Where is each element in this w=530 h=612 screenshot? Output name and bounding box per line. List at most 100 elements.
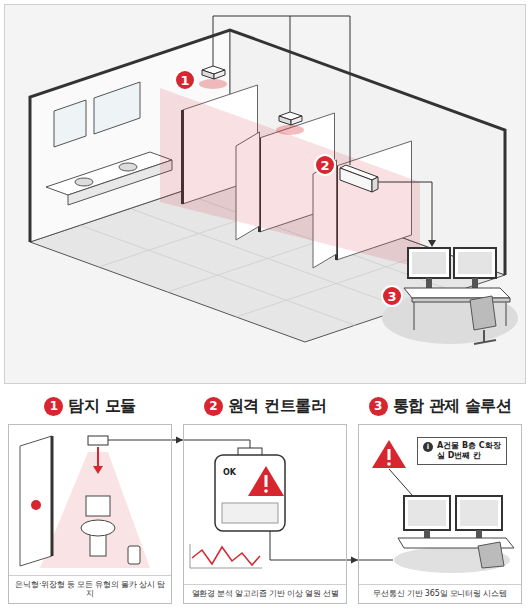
control-room-scene	[408, 500, 446, 526]
control-room-scene	[460, 500, 498, 526]
monitoring-station	[404, 288, 510, 298]
monitoring-station	[382, 292, 518, 344]
controller-scene	[264, 489, 268, 493]
sink-counter	[46, 152, 172, 205]
detector-module	[279, 116, 291, 125]
controller-scene	[265, 475, 268, 487]
room-wall	[30, 30, 505, 275]
panel-caption: 은닉형·위장형 등 모든 유형의 몰카 상시 탐지	[9, 575, 171, 603]
heading-row: 1탐지 모듈	[3, 394, 177, 418]
flow-arrow	[347, 559, 358, 560]
control-room-scene	[387, 462, 391, 466]
monitoring-station	[474, 340, 496, 344]
monitoring-station	[470, 296, 496, 330]
controller-scene	[184, 440, 347, 568]
callout-number: 3	[369, 397, 388, 416]
flow-arrow	[172, 439, 183, 440]
room-wall	[30, 30, 505, 275]
control-room-scene	[478, 542, 504, 568]
mirror	[54, 82, 140, 147]
controller-scene	[270, 531, 347, 560]
monitoring-station	[414, 302, 415, 330]
wire	[290, 16, 291, 112]
controller-scene	[215, 455, 285, 531]
detector-module	[291, 116, 302, 125]
detector-module	[202, 66, 302, 125]
monitoring-station	[506, 302, 507, 326]
callout-number: 1	[174, 69, 196, 91]
remote-controller	[340, 168, 372, 192]
monitoring-station	[483, 330, 485, 342]
panel-caption: 열환경 분석 알고리즘 기반 이상 열원 선별	[184, 584, 346, 603]
callout-number: 2	[204, 397, 223, 416]
mirror	[54, 100, 86, 147]
location-callout: iA건물 B층 C화장실 D번째 칸	[417, 437, 507, 465]
monitoring-station	[412, 252, 446, 274]
detection-zone	[160, 88, 420, 268]
detection-scene	[108, 440, 172, 441]
detection-scene	[86, 496, 110, 516]
connector-group	[172, 440, 358, 560]
control-room-scene	[359, 560, 394, 561]
callout-number: 2	[314, 154, 336, 176]
control-room-scene	[389, 469, 412, 495]
detection-scene	[88, 436, 108, 445]
controller-scene	[248, 466, 284, 496]
detection-scene	[31, 500, 41, 510]
sink-counter	[75, 178, 93, 186]
panel-heading: 원격 컨트롤러	[228, 396, 326, 417]
panel-heading: 통합 관제 솔루션	[393, 396, 512, 417]
detection-scene	[51, 436, 54, 556]
sink-counter	[68, 160, 172, 205]
control-room-scene	[424, 530, 430, 538]
controller-scene	[222, 503, 278, 523]
monitoring-station	[472, 278, 478, 288]
monitoring-station	[458, 252, 492, 274]
callout-number: 3	[381, 285, 403, 307]
monitoring-station	[382, 248, 518, 344]
panel-caption: 무선통신 기반 365일 모니터링 시스템	[359, 584, 521, 603]
monitoring-station	[454, 248, 496, 278]
wire	[428, 240, 436, 247]
feature-panel: 2원격 컨트롤러열환경 분석 알고리즘 기반 이상 열원 선별	[183, 424, 347, 604]
monitoring-station	[412, 298, 510, 302]
controller-scene	[192, 547, 260, 565]
remote-controller	[372, 177, 378, 192]
detection-scene	[20, 436, 172, 568]
detection-scene	[81, 520, 115, 536]
status-text: OK	[221, 468, 238, 478]
control-room-scene	[456, 496, 502, 530]
wire	[372, 182, 432, 241]
detection-zone	[199, 79, 227, 89]
feature-panel: 3통합 관제 솔루션무선통신 기반 365일 모니터링 시스템iA건물 B층 C…	[358, 424, 522, 604]
panel-heading: 탐지 모듈	[68, 396, 135, 417]
heading-row: 3 통합 관제 솔루션	[353, 394, 527, 418]
feature-panel: 1탐지 모듈은닉형·위장형 등 모든 유형의 몰카 상시 탐지	[8, 424, 172, 604]
detection-scene	[128, 546, 140, 564]
monitoring-station	[426, 278, 432, 288]
mirror	[94, 82, 140, 134]
detector-module	[202, 70, 214, 79]
frame	[5, 5, 526, 384]
controller-scene	[190, 544, 262, 568]
monitoring-station	[408, 248, 450, 278]
detector-module	[214, 70, 225, 79]
control-room-scene	[476, 530, 482, 538]
frame	[5, 5, 526, 384]
detection-scene	[20, 436, 52, 566]
detection-zone	[276, 125, 304, 135]
wire	[213, 16, 436, 247]
heading-row: 2 원격 컨트롤러	[178, 394, 352, 418]
detection-scene	[97, 447, 99, 467]
callout-text: A건물 B층 C화장실 D번째 칸	[437, 441, 501, 461]
control-room-scene	[404, 496, 450, 530]
control-room-scene	[372, 440, 406, 468]
remote-controller	[340, 165, 378, 192]
wire	[213, 16, 350, 165]
detection-scene	[40, 452, 150, 568]
sink-counter	[119, 163, 137, 171]
controller-scene	[184, 440, 251, 448]
